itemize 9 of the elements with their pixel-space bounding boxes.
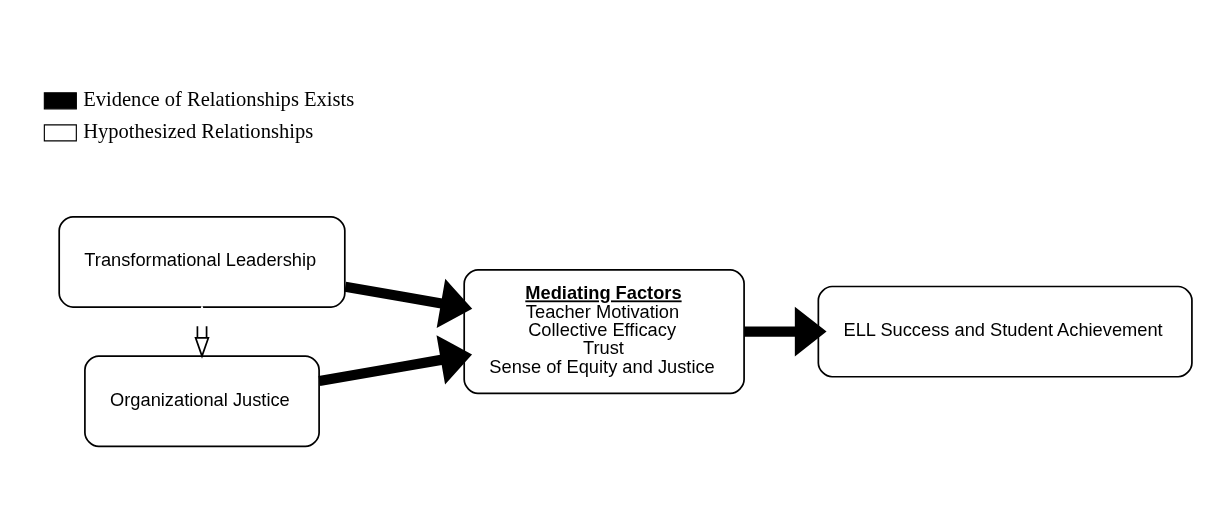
node-box: ELL Success and Student Achievement — [817, 285, 1193, 378]
arrow — [744, 306, 827, 357]
legend-label: Hypothesized Relationships — [83, 119, 314, 142]
node-box: Mediating Factors Teacher Motivation Collective Efficacy Trust Sense of Equity and Justice — [463, 268, 745, 394]
arrow — [344, 278, 473, 328]
node-box: Organizational Justice — [84, 354, 320, 447]
node-box: Transformational Leadership — [58, 215, 346, 308]
legend-label: Evidence of Relationships Exists — [83, 87, 355, 110]
arrow — [318, 334, 473, 386]
